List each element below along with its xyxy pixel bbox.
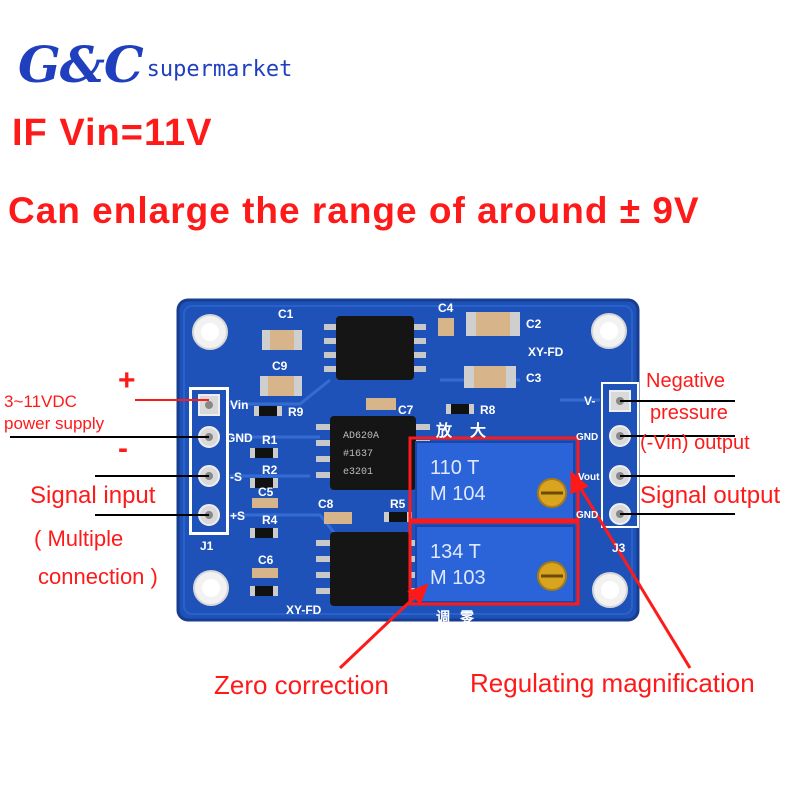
silk-r9: R9 <box>288 405 304 419</box>
potentiometer-top <box>415 441 575 521</box>
label-minus: - <box>118 432 128 465</box>
silk-c6: C6 <box>258 553 274 567</box>
label-signal-input: Signal input <box>30 482 156 509</box>
silk-r5: R5 <box>390 497 406 511</box>
callout-box-zero <box>408 518 580 606</box>
label-regulating-magnification: Regulating magnification <box>470 668 755 698</box>
label-negative: Negative <box>646 370 725 392</box>
arrow-regulating-magnification <box>570 470 692 669</box>
logo-text: supermarket <box>146 57 293 82</box>
headline-input-voltage: IF Vin=11V <box>12 112 213 154</box>
chip-marking-2: #1637 <box>343 449 373 460</box>
silk-ling: 零 <box>459 609 475 625</box>
label-supply-voltage: 3~11VDC <box>4 392 77 411</box>
potentiometer-bottom <box>415 525 575 603</box>
logo-mark: G&C <box>18 35 144 94</box>
silk-plus-s: +S <box>230 509 245 523</box>
pot-bottom-marking-2: M 103 <box>430 567 486 589</box>
label-multiple: ( Multiple <box>34 526 124 551</box>
silk-gnd-left: GND <box>226 431 253 445</box>
silk-minus-s: -S <box>230 470 242 484</box>
label-signal-output: Signal output <box>640 482 781 509</box>
silk-c1: C1 <box>278 307 294 321</box>
chip-top <box>324 316 426 380</box>
label-vin-output: (-Vin) output <box>640 432 750 454</box>
silk-c5: C5 <box>258 485 274 499</box>
chip-marking-3: e3201 <box>343 467 373 478</box>
label-plus: + <box>118 364 136 397</box>
silk-j1: J1 <box>200 539 214 553</box>
silk-c4: C4 <box>438 301 454 315</box>
silk-gnd-right: GND <box>576 432 598 443</box>
silk-c3: C3 <box>526 371 542 385</box>
pin-lead-line <box>10 399 735 516</box>
silk-tiao: 调 <box>436 609 450 625</box>
chip-bottom <box>316 532 424 606</box>
silk-r8: R8 <box>480 403 496 417</box>
silk-da: 大 <box>470 421 486 440</box>
silk-xyfd-top: XY-FD <box>528 345 564 359</box>
pot-top-marking-1: 110 T <box>430 457 479 479</box>
silk-c9: C9 <box>272 359 288 373</box>
silk-fang: 放 <box>435 421 453 440</box>
silk-v-minus: V- <box>584 394 595 408</box>
silk-c2: C2 <box>526 317 542 331</box>
pot-bottom-marking-1: 134 T <box>430 541 481 563</box>
silk-gnd-right2: GND <box>576 510 598 521</box>
label-supply-desc: power supply <box>4 414 105 433</box>
arrow-zero-correction <box>338 583 429 670</box>
silk-c8: C8 <box>318 497 334 511</box>
silk-vout: Vout <box>578 472 600 483</box>
silk-j3: J3 <box>612 541 626 555</box>
pot-top-marking-2: M 104 <box>430 483 486 505</box>
silk-vin: Vin <box>230 398 248 412</box>
silk-xyfd-bottom: XY-FD <box>286 603 322 617</box>
headline-range: Can enlarge the range of around ± 9V <box>8 190 700 231</box>
silk-r1: R1 <box>262 433 278 447</box>
label-pressure: pressure <box>650 402 728 424</box>
chip-marking-1: AD620A <box>343 431 379 442</box>
brand-logo: G&C supermarket <box>18 30 292 90</box>
capacitor <box>252 312 520 578</box>
silk-r4: R4 <box>262 513 278 527</box>
label-zero-correction: Zero correction <box>214 670 389 700</box>
silk-c7: C7 <box>398 403 414 417</box>
label-connection: connection ) <box>38 564 158 589</box>
silk-r2: R2 <box>262 463 278 477</box>
